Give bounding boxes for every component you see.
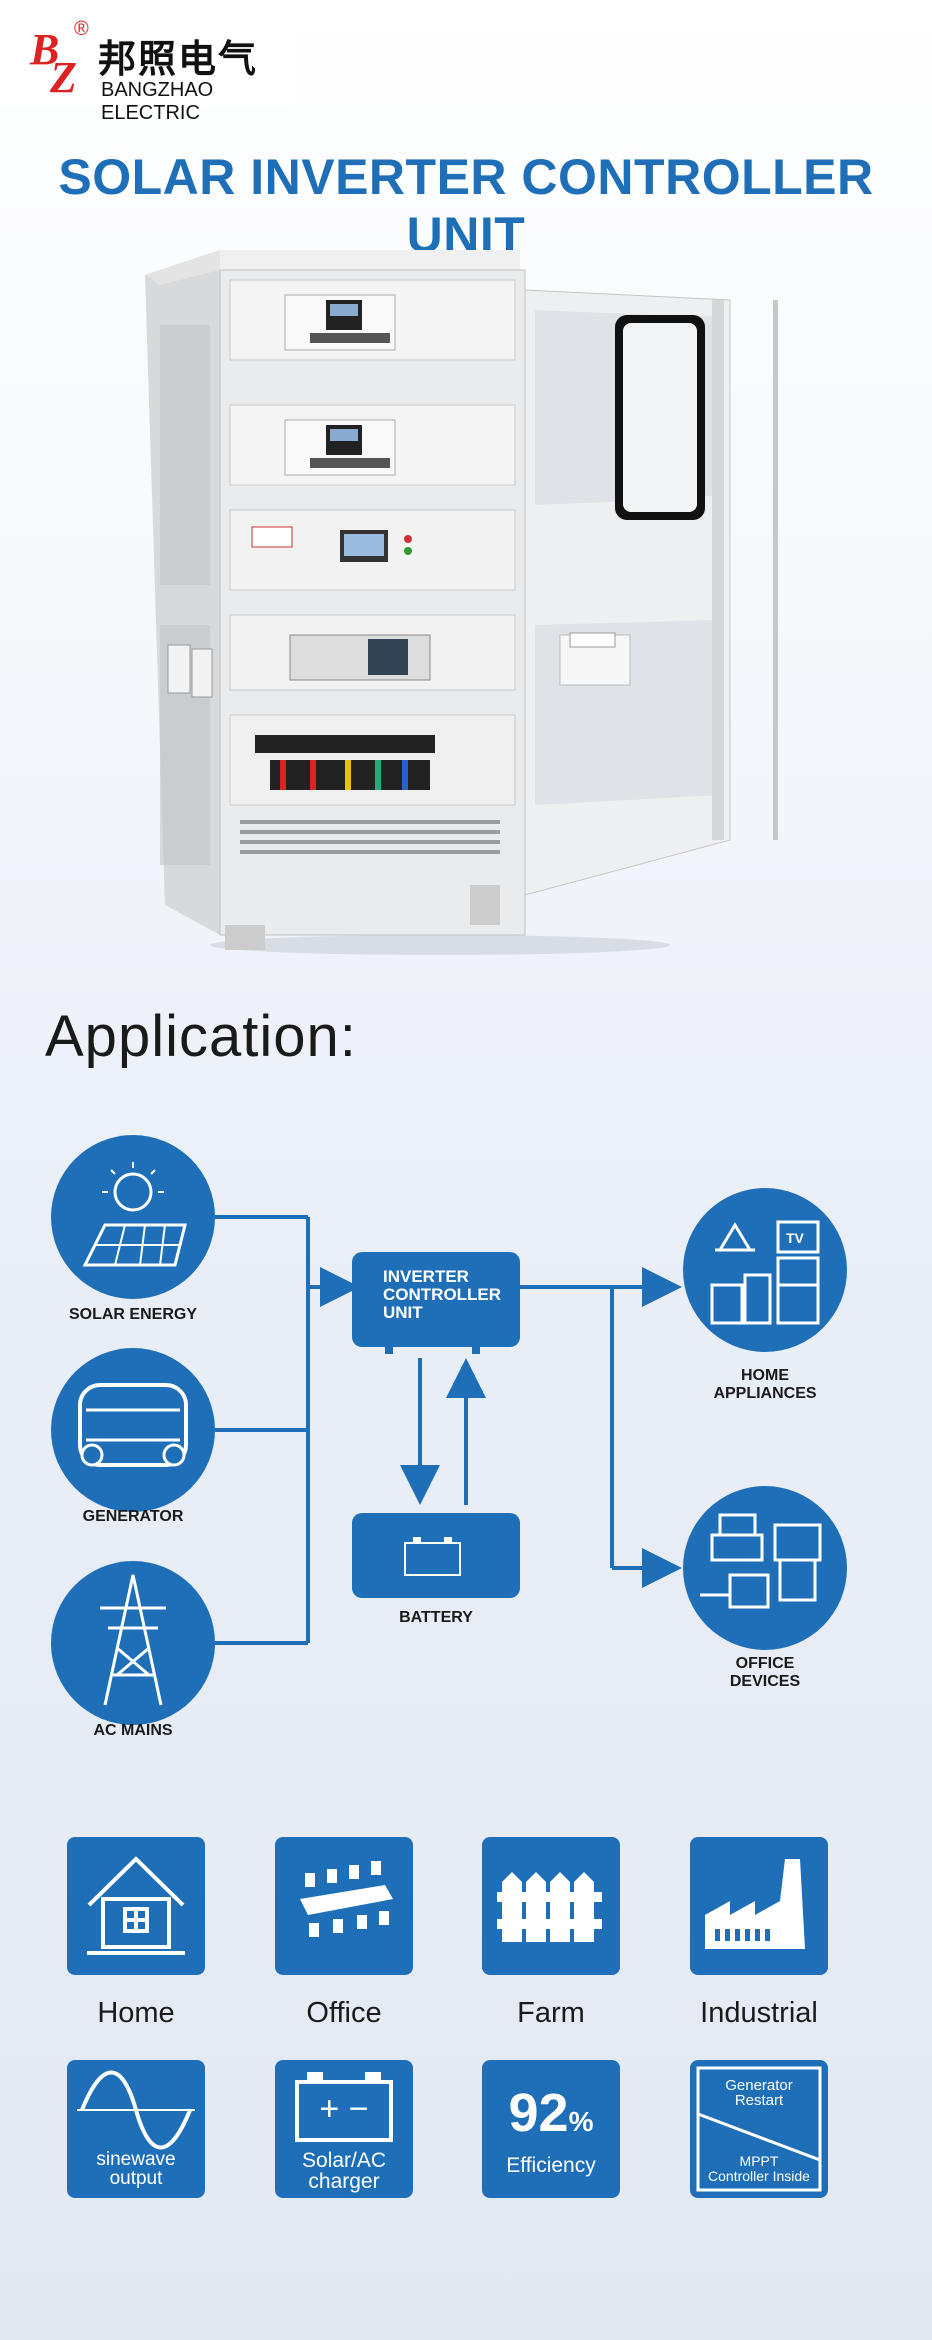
generator-node (51, 1348, 215, 1512)
efficiency-tile: 92% Efficiency (482, 2060, 620, 2198)
mppt-label: MPPT Controller Inside (708, 2153, 810, 2184)
house-icon (87, 1856, 185, 1955)
sinewave-tile: sinewave output (67, 2060, 205, 2198)
application-heading: Application: (45, 1004, 357, 1069)
inverter-box-label: INVERTER CONTROLLER UNIT (383, 1267, 502, 1322)
svg-text:TV: TV (786, 1230, 805, 1246)
controller-frame-icon (696, 2066, 822, 2192)
farm-tile (482, 1837, 620, 1975)
office-devices-node (683, 1486, 847, 1650)
inverter-controller-box (352, 1252, 520, 1354)
battery-icon (295, 2072, 393, 2142)
industrial-tile (690, 1837, 828, 1975)
brand-logo: B Z ® 邦照电气 BANGZHAO ELECTRIC (0, 0, 293, 124)
sinewave-icon (77, 2070, 195, 2150)
controller-tile: Generator Restart MPPT Controller Inside (690, 2060, 828, 2198)
home-appliances-label: HOME APPLIANCES (713, 1367, 817, 1402)
battery-box (352, 1513, 520, 1598)
inverter-cabinet-image (145, 250, 778, 955)
charger-tile: + − Solar/AC charger (275, 2060, 413, 2198)
home-label: Home (97, 1997, 175, 2029)
home-tile (67, 1837, 205, 1975)
office-tile (275, 1837, 413, 1975)
efficiency-label: Efficiency (506, 2154, 596, 2177)
ac-mains-node (51, 1561, 215, 1725)
charger-symbol: + − (319, 2090, 369, 2128)
efficiency-value: 92% (508, 2083, 594, 2143)
solar-energy-label: SOLAR ENERGY (68, 1306, 197, 1323)
brand-name-cn: 邦照电气 (98, 39, 259, 81)
ac-mains-label: AC MAINS (93, 1722, 173, 1739)
fence-icon (497, 1872, 602, 1942)
farm-label: Farm (517, 1997, 585, 2029)
charger-label: Solar/AC charger (301, 2149, 387, 2193)
application-diagram: TV (51, 1135, 847, 1725)
svg-text:Z: Z (49, 53, 77, 98)
factory-icon (705, 1859, 805, 1949)
registered-mark: ® (74, 18, 89, 40)
office-label: Office (306, 1997, 382, 2029)
sinewave-label: sinewave output (96, 2149, 176, 2189)
solar-energy-node (51, 1135, 215, 1299)
office-icon (300, 1861, 393, 1937)
svg-text:B: B (29, 25, 59, 74)
bz-logo-mark: B Z (29, 25, 77, 98)
industrial-label: Industrial (700, 1997, 818, 2029)
office-devices-label: OFFICE DEVICES (729, 1655, 801, 1690)
generator-label: GENERATOR (82, 1508, 184, 1525)
battery-label: BATTERY (399, 1609, 473, 1626)
home-appliances-node: TV (683, 1188, 847, 1352)
brand-name-en: BANGZHAO ELECTRIC (101, 79, 214, 124)
generator-restart-label: Generator Restart (725, 2077, 793, 2109)
